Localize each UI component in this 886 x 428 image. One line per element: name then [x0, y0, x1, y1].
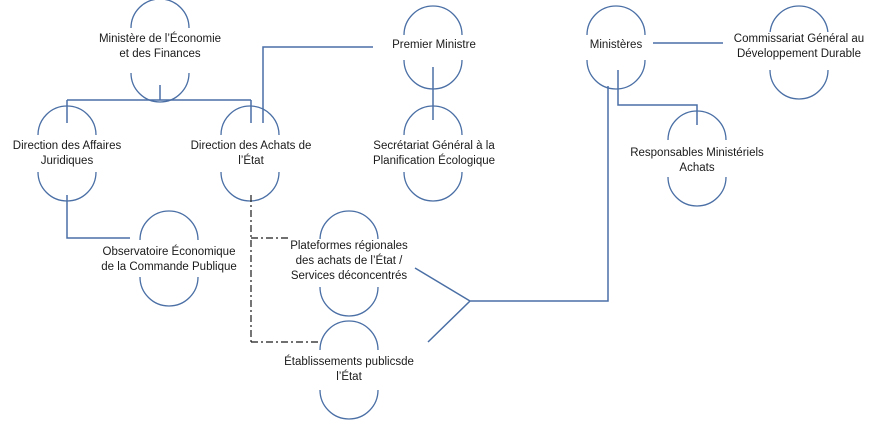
node-label-line: Ministères	[589, 39, 643, 51]
node-premier-ministre: Premier Ministre	[392, 38, 476, 53]
node-responsables-ministeriels-achats: Responsables Ministériels Achats	[630, 146, 764, 176]
node-label-line: Établissements publicsde	[284, 356, 414, 368]
node-outline-dae	[220, 105, 280, 202]
node-outline-oecp	[139, 210, 199, 307]
connector-bracket-to-ministeres	[414, 86, 609, 343]
node-label-line: Développement Durable	[736, 48, 862, 60]
node-label-line: Achats	[679, 162, 715, 174]
connector-premier-to-dae	[262, 46, 373, 123]
node-plateformes-regionales-achats-etat: Plateformes régionales des achats de l’É…	[290, 239, 408, 284]
node-secretariat-general-planification-ecologique: Secrétariat Général à la Planification É…	[372, 139, 496, 169]
node-outline-epe	[319, 320, 379, 420]
node-outline-cgdd	[769, 5, 829, 100]
node-label-line: Observatoire Économique	[102, 246, 236, 258]
node-commissariat-general-developpement-durable: Commissariat Général au Développement Du…	[733, 32, 865, 62]
node-label-line: Juridiques	[40, 155, 94, 167]
node-label-line: Services déconcentrés	[290, 270, 408, 282]
node-label-line: Responsables Ministériels	[630, 147, 764, 159]
node-outline-ministeres	[586, 5, 646, 90]
node-ministeres: Ministères	[589, 38, 643, 53]
node-label-line: Direction des Achats de	[190, 140, 312, 152]
node-label-line: Premier Ministre	[392, 39, 476, 51]
node-direction-achats-etat: Direction des Achats de l’État	[190, 139, 312, 169]
connector-ministeres-to-rma	[617, 70, 698, 125]
node-ministere-economie-finances: Ministère de l’Économie et des Finances	[98, 32, 222, 62]
node-label-line: l’État	[238, 155, 264, 167]
node-label-line: de la Commande Publique	[101, 261, 237, 273]
node-outline-minefi	[130, 0, 190, 103]
node-label-line: Planification Écologique	[372, 155, 496, 167]
node-label-line: Direction des Affaires	[12, 140, 122, 152]
node-label-line: Plateformes régionales	[290, 240, 408, 252]
node-label-line: Ministère de l’Économie	[98, 33, 222, 45]
node-label-line: des achats de l’État /	[295, 255, 403, 267]
node-outline-prae	[319, 210, 379, 317]
node-label-line: l’État	[336, 371, 362, 383]
node-label-line: Secrétariat Général à la	[373, 140, 495, 152]
node-label-line: Commissariat Général au	[733, 33, 865, 45]
connector-dae-to-prae-epe	[250, 195, 318, 343]
node-direction-affaires-juridiques: Direction des Affaires Juridiques	[12, 139, 122, 169]
node-label-line: et des Finances	[119, 48, 201, 60]
node-observatoire-economique-commande-publique: Observatoire Économique de la Commande P…	[101, 245, 237, 275]
connector-daj-to-oecp	[66, 195, 130, 239]
connector-minefi-to-directions	[66, 85, 252, 123]
node-etablissements-publics-etat: Établissements publicsde l’État	[284, 355, 414, 385]
